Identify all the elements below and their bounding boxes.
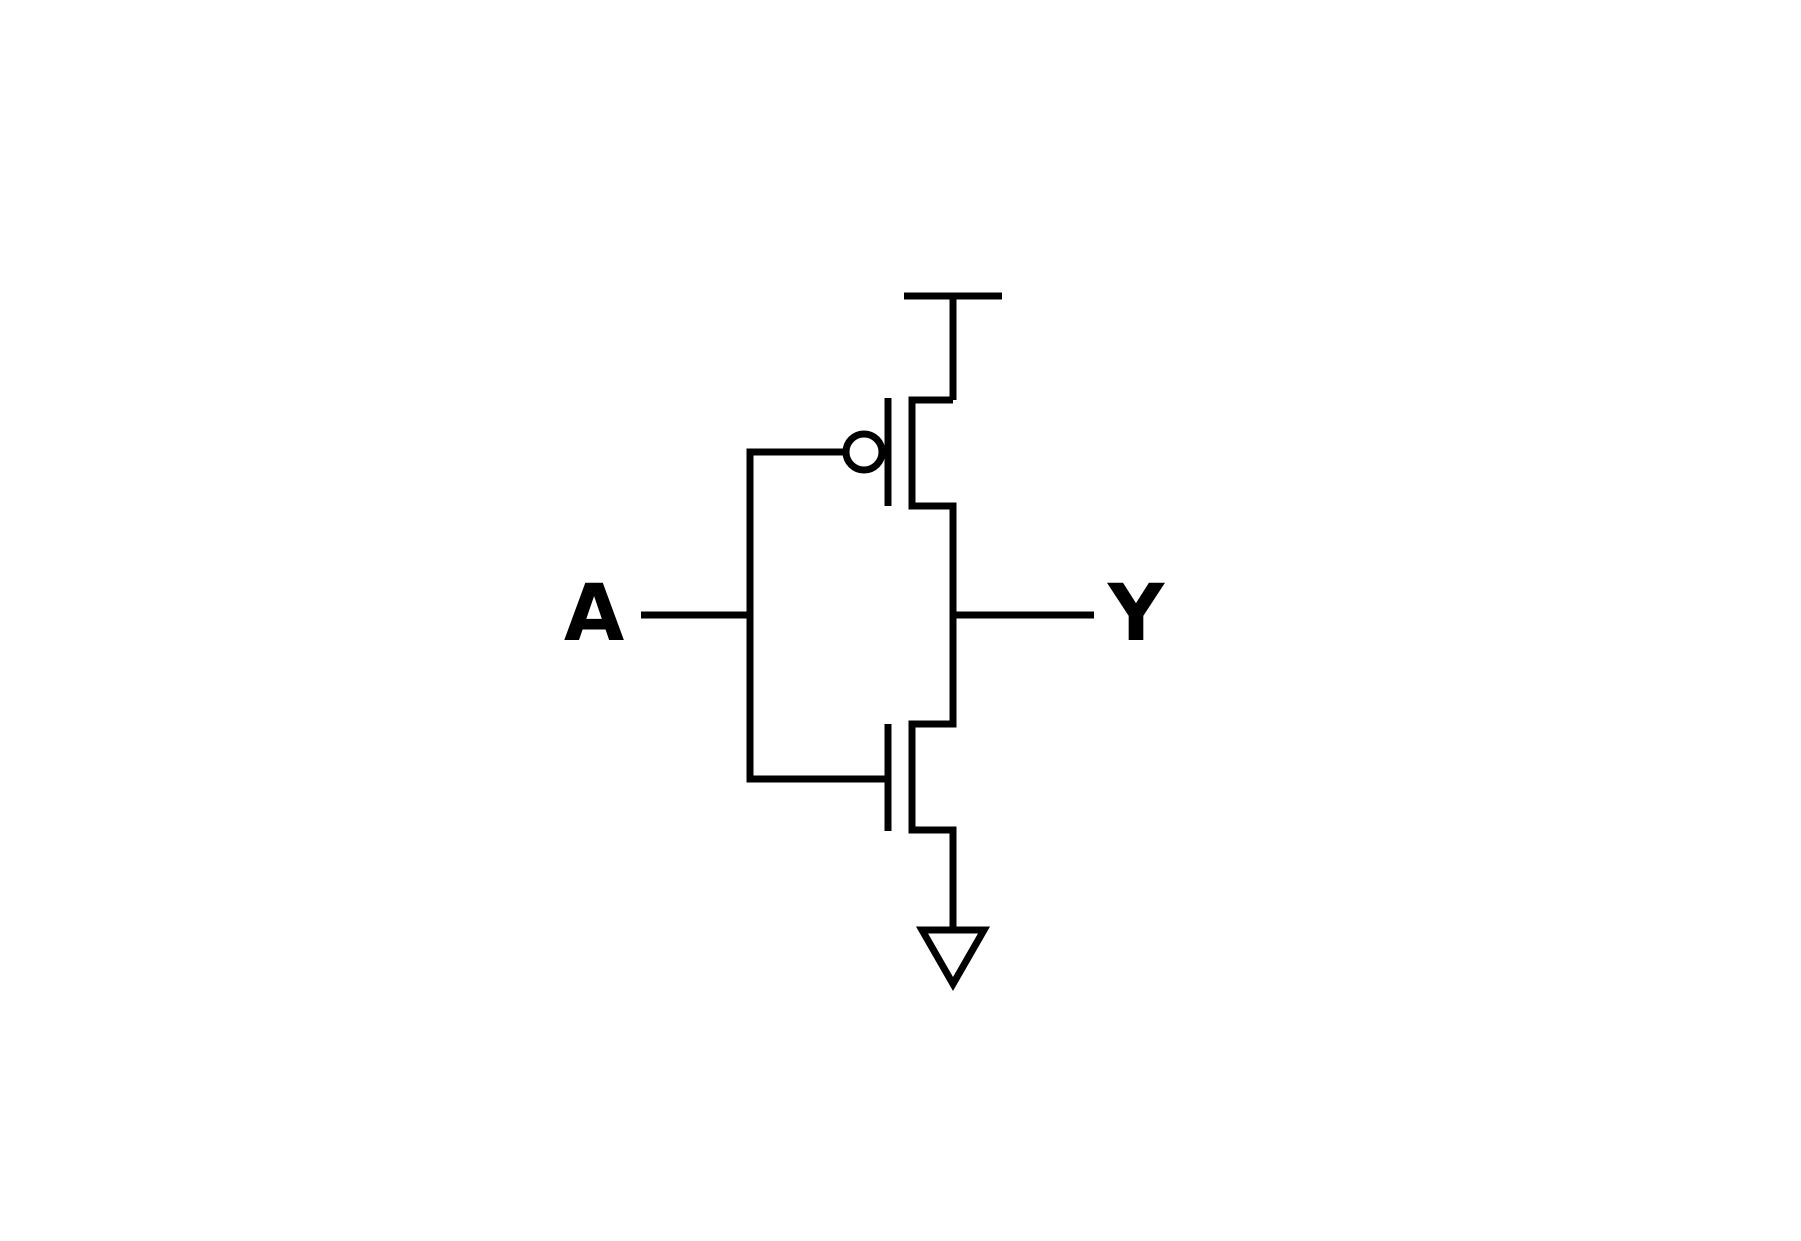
ground-symbol (915, 926, 991, 992)
pmos-inversion-bubble (842, 430, 886, 474)
pmos-transistor (842, 396, 957, 615)
nmos-channel (908, 615, 957, 930)
pmos-channel (908, 396, 957, 615)
nmos-transistor (884, 615, 957, 930)
input-label-a: A (564, 569, 624, 659)
output-label-y: Y (1107, 569, 1166, 659)
vdd-rail (904, 292, 1002, 400)
input-net (641, 448, 888, 783)
